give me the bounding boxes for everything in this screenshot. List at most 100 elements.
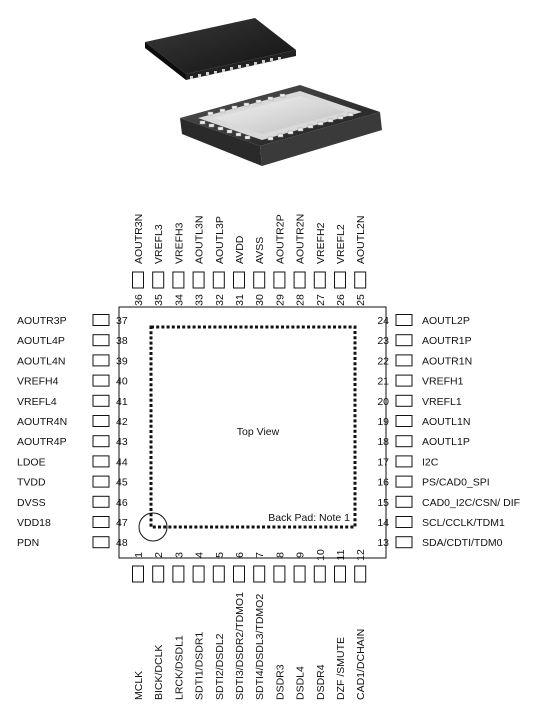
pin-pad-47 bbox=[92, 516, 110, 528]
pin-label-9: DSDL4 bbox=[295, 666, 307, 700]
top-view-label: Top View bbox=[237, 426, 280, 438]
pin-pad-21 bbox=[395, 374, 413, 387]
pin-number-6: 6 bbox=[234, 552, 246, 558]
pin-label-23: AOUTR1P bbox=[422, 335, 472, 347]
pin-pad-30 bbox=[253, 271, 266, 289]
pin-number-3: 3 bbox=[173, 552, 185, 558]
pin-pad-1 bbox=[132, 565, 144, 583]
pin-number-5: 5 bbox=[214, 552, 226, 558]
pin-number-22: 22 bbox=[377, 355, 389, 367]
pin-pad-40 bbox=[92, 374, 110, 387]
pin-pad-15 bbox=[395, 495, 413, 508]
pin-label-35: VREFL3 bbox=[153, 224, 165, 264]
pin-group: 37AOUTR3P38AOUTL4P39AOUTL4N40VREFH441VRE… bbox=[17, 214, 520, 700]
pin-pad-46 bbox=[92, 495, 110, 508]
pin-number-45: 45 bbox=[116, 477, 128, 489]
pin-number-8: 8 bbox=[274, 552, 286, 558]
pin-pad-25 bbox=[354, 271, 367, 289]
pin-number-44: 44 bbox=[116, 456, 128, 468]
pin-number-12: 12 bbox=[355, 549, 367, 561]
package-outline bbox=[118, 306, 387, 559]
pin-pad-27 bbox=[313, 271, 326, 289]
pin-pad-19 bbox=[395, 415, 413, 427]
pin-label-43: AOUTR4P bbox=[17, 436, 67, 448]
pin-number-27: 27 bbox=[315, 294, 327, 306]
pin-pad-37 bbox=[92, 314, 110, 326]
pin-number-39: 39 bbox=[116, 355, 128, 367]
pin-pad-29 bbox=[273, 271, 286, 289]
pin-pad-6 bbox=[233, 565, 245, 583]
pin-number-28: 28 bbox=[295, 294, 307, 306]
pin-label-36: AOUTR3N bbox=[133, 214, 145, 264]
pin-pad-16 bbox=[395, 475, 413, 488]
pin-number-48: 48 bbox=[116, 537, 128, 549]
pin-pad-7 bbox=[253, 565, 266, 583]
pin-pad-34 bbox=[172, 271, 185, 289]
pin-pad-11 bbox=[334, 565, 346, 583]
pin-number-21: 21 bbox=[377, 376, 389, 388]
pin-label-14: SCL/CCLK/TDM1 bbox=[422, 517, 505, 529]
pin-pad-39 bbox=[92, 354, 110, 367]
pin-pad-45 bbox=[92, 475, 110, 488]
pin-label-22: AOUTR1N bbox=[422, 355, 472, 367]
pin-pad-32 bbox=[212, 271, 225, 289]
pin-number-43: 43 bbox=[116, 436, 128, 448]
pin-pad-5 bbox=[212, 565, 225, 583]
pin-pad-3 bbox=[172, 565, 185, 583]
pin-pad-14 bbox=[395, 516, 413, 528]
pin-pad-35 bbox=[152, 271, 165, 289]
pin-number-40: 40 bbox=[116, 376, 128, 388]
pin-pad-10 bbox=[313, 565, 326, 583]
pin-label-4: SDTI1/DSDR1 bbox=[194, 632, 206, 700]
pin-label-1: MCLK bbox=[133, 671, 145, 700]
pin-pad-42 bbox=[92, 415, 110, 427]
pin-pad-43 bbox=[92, 435, 110, 448]
pin-pad-24 bbox=[395, 314, 413, 326]
pin-number-2: 2 bbox=[153, 552, 165, 558]
pin-pad-22 bbox=[395, 354, 413, 367]
pin-pad-36 bbox=[132, 271, 144, 289]
pin-label-42: AOUTR4N bbox=[17, 416, 67, 428]
pin-label-18: AOUTL1P bbox=[422, 436, 470, 448]
pin-label-10: DSDR4 bbox=[315, 664, 327, 700]
pin-number-34: 34 bbox=[173, 294, 185, 306]
pin-label-11: DZF /SMUTE bbox=[335, 637, 347, 700]
pin-number-41: 41 bbox=[116, 396, 128, 408]
pin-label-3: LRCK/DSDL1 bbox=[173, 635, 185, 700]
pin-label-29: AOUTR2P bbox=[274, 214, 286, 264]
pin-pad-13 bbox=[395, 536, 413, 549]
pin-label-15: CAD0_I2C/CSN/ DIF bbox=[422, 497, 520, 509]
pin-pad-8 bbox=[273, 565, 286, 583]
pin-number-13: 13 bbox=[377, 537, 389, 549]
pin-number-31: 31 bbox=[234, 294, 246, 306]
pin-label-27: VREFH2 bbox=[315, 222, 327, 264]
pin-label-37: AOUTR3P bbox=[17, 315, 67, 327]
pin-label-44: LDOE bbox=[17, 456, 46, 468]
pin-label-31: AVDD bbox=[234, 235, 246, 264]
pin-label-13: SDA/CDTI/TDM0 bbox=[422, 537, 503, 549]
pin-number-37: 37 bbox=[116, 315, 128, 327]
pin-label-6: SDTI3/DSDR2/TDMO1 bbox=[234, 592, 246, 700]
pin-label-40: VREFH4 bbox=[17, 376, 59, 388]
pin-number-17: 17 bbox=[377, 456, 389, 468]
pin-pad-38 bbox=[92, 334, 110, 347]
pin-label-12: CAD1/DCHAIN bbox=[355, 629, 367, 700]
pin-label-48: PDN bbox=[17, 537, 39, 549]
pin-pad-2 bbox=[152, 565, 165, 583]
pin-label-45: TVDD bbox=[17, 477, 46, 489]
pin-label-47: VDD18 bbox=[17, 517, 51, 529]
pin-number-19: 19 bbox=[377, 416, 389, 428]
pin-pad-17 bbox=[395, 455, 413, 468]
pin-pad-26 bbox=[334, 271, 346, 289]
pin-number-1: 1 bbox=[133, 552, 145, 558]
pin-pad-9 bbox=[293, 565, 306, 583]
pin-pad-48 bbox=[92, 536, 110, 549]
pin-label-38: AOUTL4P bbox=[17, 335, 65, 347]
pin-number-24: 24 bbox=[377, 315, 389, 327]
pin-number-42: 42 bbox=[116, 416, 128, 428]
pin-number-29: 29 bbox=[274, 294, 286, 306]
pin-pad-28 bbox=[293, 271, 306, 289]
pin-label-33: AOUTL3N bbox=[194, 216, 206, 264]
pin-number-18: 18 bbox=[377, 436, 389, 448]
